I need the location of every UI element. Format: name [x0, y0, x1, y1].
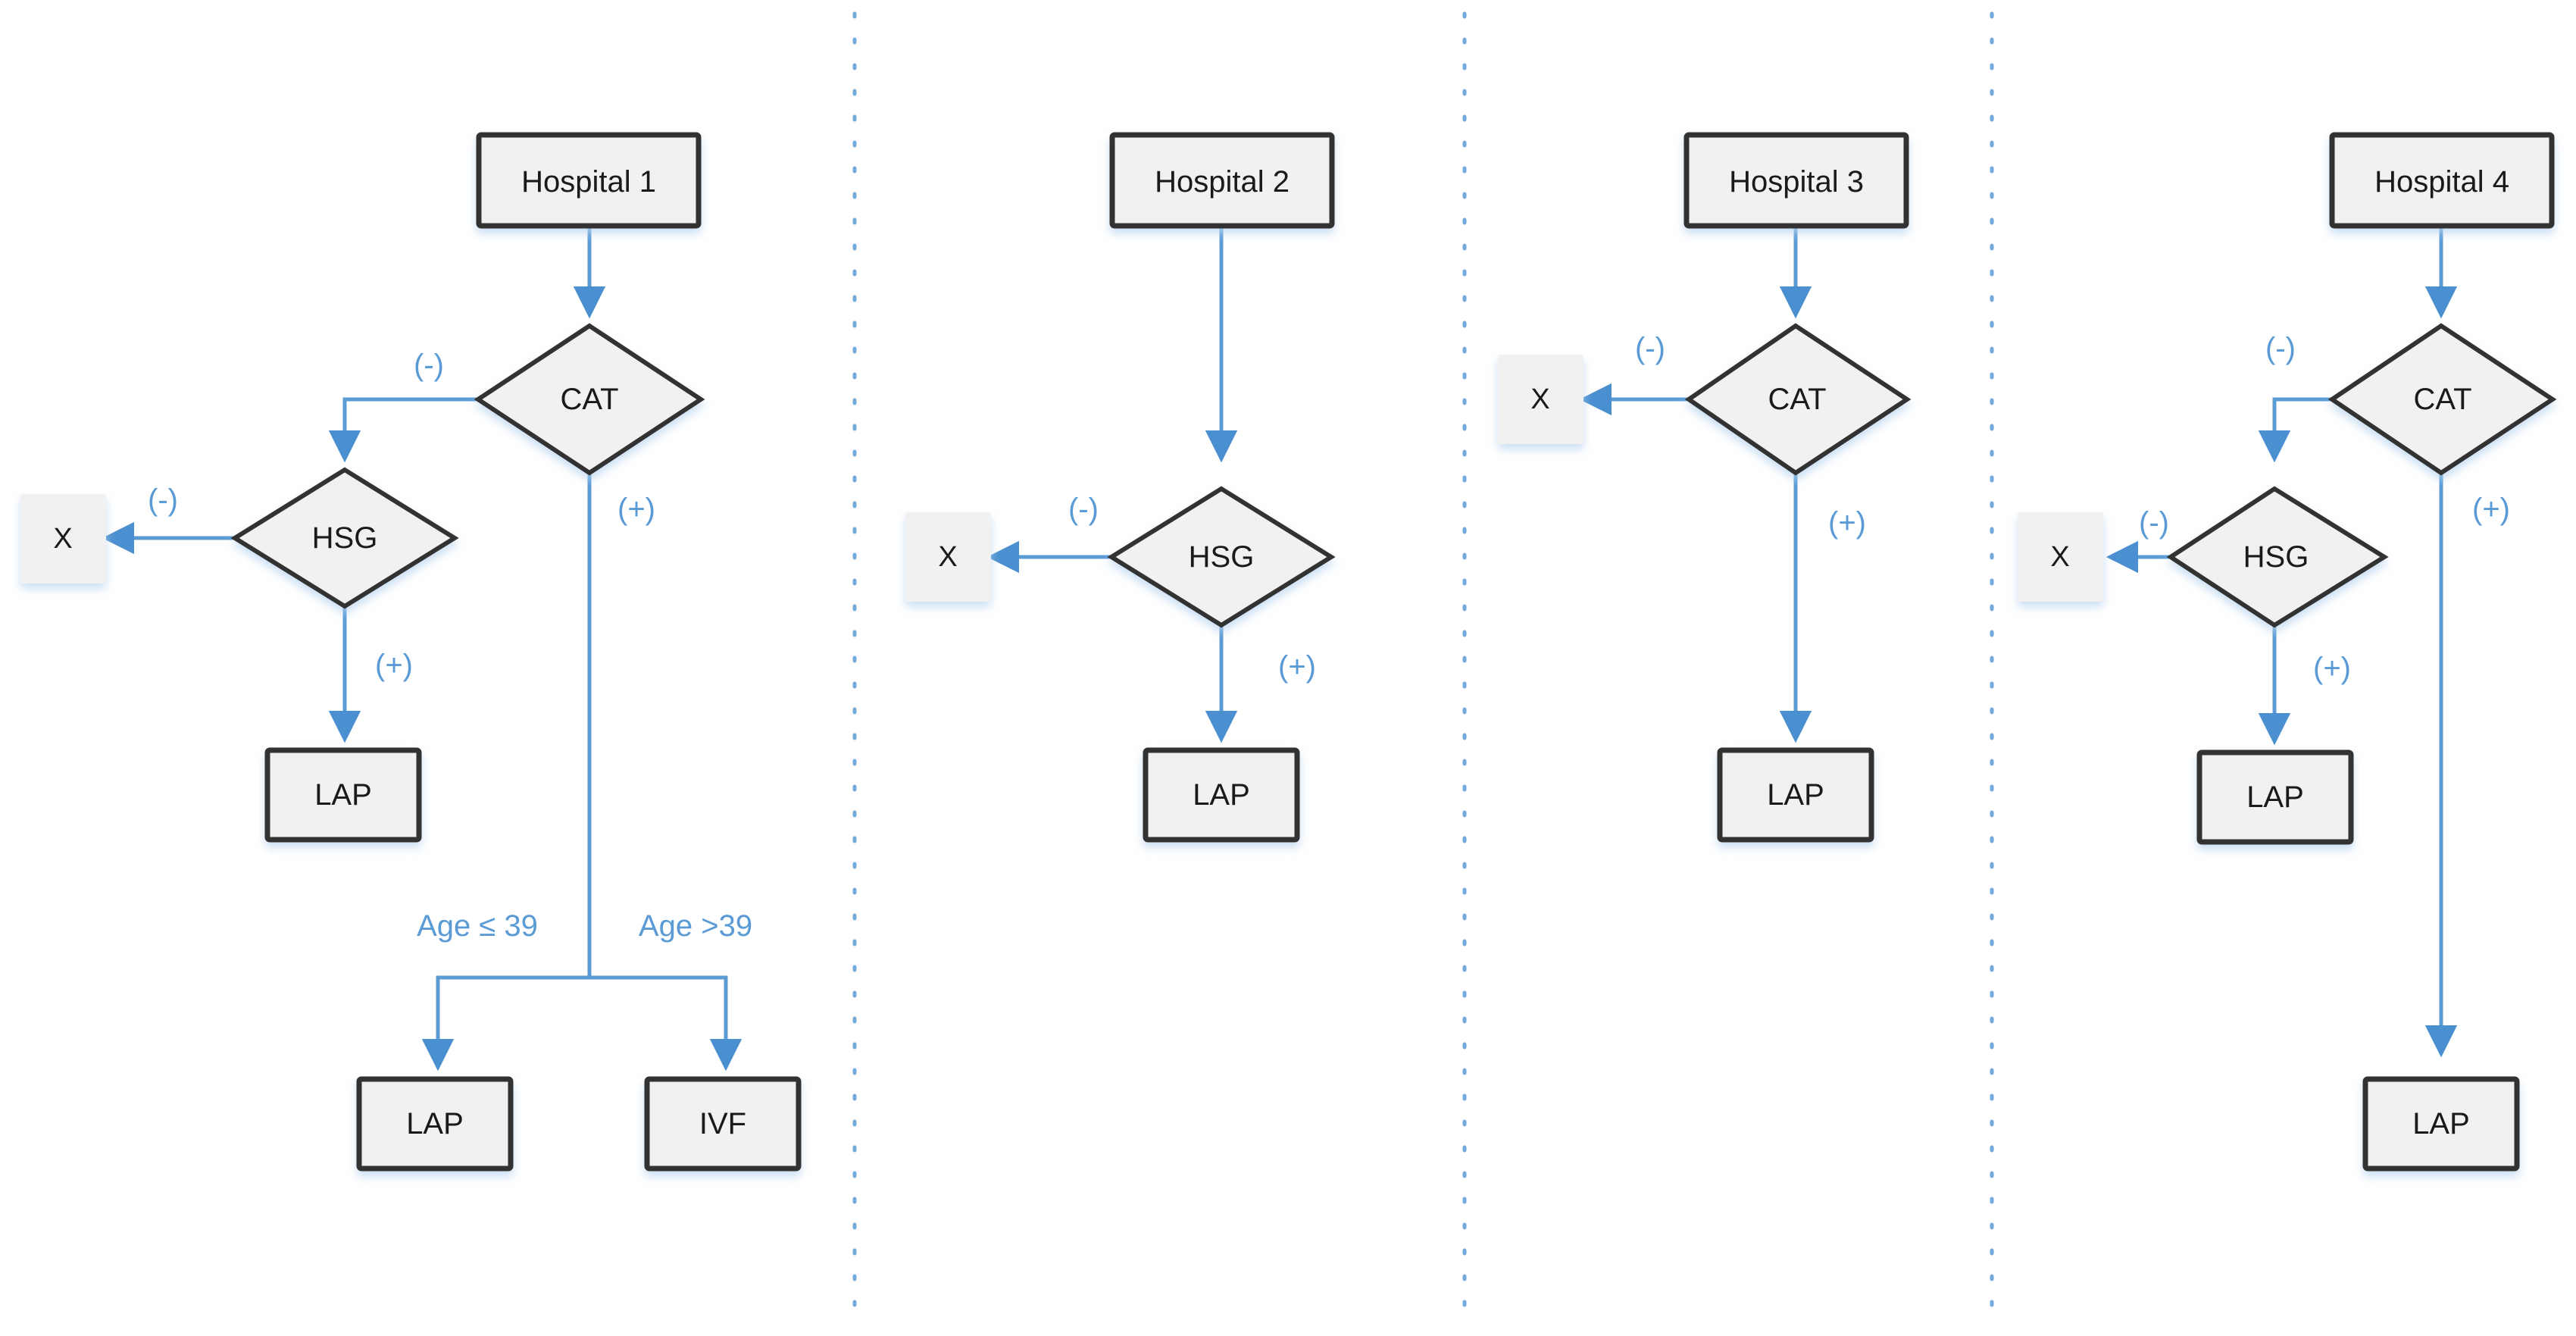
node-p4-hsg[interactable]: HSG — [2166, 486, 2389, 628]
edge-label-p3-cat-positive: (+) — [1828, 506, 1866, 540]
node-p3-lap-cat[interactable]: LAP — [1717, 747, 1874, 843]
edge-label-p2-hsg-positive: (+) — [1278, 650, 1316, 684]
edge-label-age-le-39: Age ≤ 39 — [417, 909, 538, 943]
panel-hospital-3: (-) (+) Hospital 3 CAT X LAP — [1498, 132, 1912, 843]
edge-p4-cat-to-hsg — [2258, 397, 2332, 463]
edges-panel-4 — [2106, 227, 2458, 1058]
node-p1-lap-hsg[interactable]: LAP — [264, 747, 422, 843]
node-label-p3-lap: LAP — [1767, 778, 1824, 812]
node-hospital-2-root[interactable]: Hospital 2 — [1109, 132, 1335, 229]
node-p3-x-terminal[interactable]: X — [1498, 355, 1583, 444]
edges-panel-3 — [1579, 227, 1812, 743]
node-label-p1-ivf: IVF — [699, 1107, 746, 1140]
edge-label-p4-hsg-positive: (+) — [2313, 652, 2351, 685]
node-p4-x-terminal[interactable]: X — [2018, 512, 2103, 602]
node-label-p2-lap: LAP — [1193, 778, 1250, 812]
node-p4-cat[interactable]: CAT — [2327, 323, 2557, 476]
edge-label-cat-negative: (-) — [414, 349, 444, 382]
node-p3-cat[interactable]: CAT — [1684, 323, 1912, 476]
node-p1-hsg[interactable]: HSG — [230, 467, 459, 609]
edge-split-to-lap-young — [421, 975, 589, 1072]
panel-hospital-4: (-) (-) (+) (+) Hospital 4 CAT HSG X LAP… — [2018, 132, 2557, 1172]
node-p2-x-terminal[interactable]: X — [905, 512, 991, 602]
node-label-p1-hsg: HSG — [312, 521, 378, 555]
edge-label-p4-cat-negative: (-) — [2265, 332, 2296, 365]
node-hospital-4-root[interactable]: Hospital 4 — [2329, 132, 2555, 229]
node-label-p4-x: X — [2050, 541, 2069, 573]
panel-hospital-1: (-) (-) (+) (+) Age ≤ 39 Age >39 Hospita… — [20, 132, 802, 1172]
node-p1-ivf-age-gt[interactable]: IVF — [644, 1076, 802, 1172]
node-p1-lap-age-le[interactable]: LAP — [356, 1076, 514, 1172]
node-p2-hsg[interactable]: HSG — [1107, 486, 1336, 628]
edge-label-p2-hsg-negative: (-) — [1068, 493, 1099, 526]
node-label-p1-cat: CAT — [560, 383, 618, 416]
node-p2-lap-hsg[interactable]: LAP — [1143, 747, 1300, 843]
edge-split-to-ivf-old — [589, 975, 742, 1072]
edge-label-cat-positive: (+) — [617, 493, 655, 526]
node-label-p4-cat: CAT — [2413, 383, 2471, 416]
node-label-hospital-2: Hospital 2 — [1155, 165, 1290, 199]
node-p1-x-terminal[interactable]: X — [20, 494, 106, 584]
node-p1-cat[interactable]: CAT — [474, 323, 705, 476]
node-p4-lap-hsg[interactable]: LAP — [2196, 749, 2354, 845]
node-label-p3-cat: CAT — [1768, 383, 1826, 416]
node-label-p1-x: X — [53, 523, 72, 555]
node-label-p2-hsg: HSG — [1189, 540, 1255, 574]
edge-label-p4-cat-positive: (+) — [2472, 493, 2510, 526]
edge-cat-to-hsg — [328, 397, 479, 463]
node-label-hospital-4: Hospital 4 — [2374, 165, 2509, 199]
node-label-hospital-3: Hospital 3 — [1729, 165, 1864, 199]
node-label-p2-x: X — [938, 541, 957, 573]
node-label-p4-lap-cat: LAP — [2412, 1107, 2470, 1140]
node-label-p1-lap-hsg: LAP — [314, 778, 372, 812]
edge-label-age-gt-39: Age >39 — [639, 909, 752, 943]
node-label-hospital-1: Hospital 1 — [521, 165, 656, 199]
node-label-p1-lap-young: LAP — [406, 1107, 464, 1140]
edge-label-p3-cat-negative: (-) — [1635, 332, 1665, 365]
node-label-p4-lap-hsg: LAP — [2246, 781, 2304, 814]
panel-hospital-2: (-) (+) Hospital 2 HSG X LAP — [905, 132, 1336, 843]
node-hospital-1-root[interactable]: Hospital 1 — [476, 132, 702, 229]
edges-panel-2 — [986, 227, 1238, 743]
edge-label-hsg-negative: (-) — [148, 483, 178, 517]
node-label-p4-hsg: HSG — [2243, 540, 2309, 574]
edge-label-hsg-positive: (+) — [375, 649, 413, 682]
edges-panel-1 — [102, 227, 742, 1072]
node-p4-lap-cat[interactable]: LAP — [2362, 1076, 2520, 1172]
node-hospital-3-root[interactable]: Hospital 3 — [1683, 132, 1909, 229]
edge-label-p4-hsg-negative: (-) — [2139, 506, 2169, 540]
node-label-p3-x: X — [1530, 383, 1549, 415]
